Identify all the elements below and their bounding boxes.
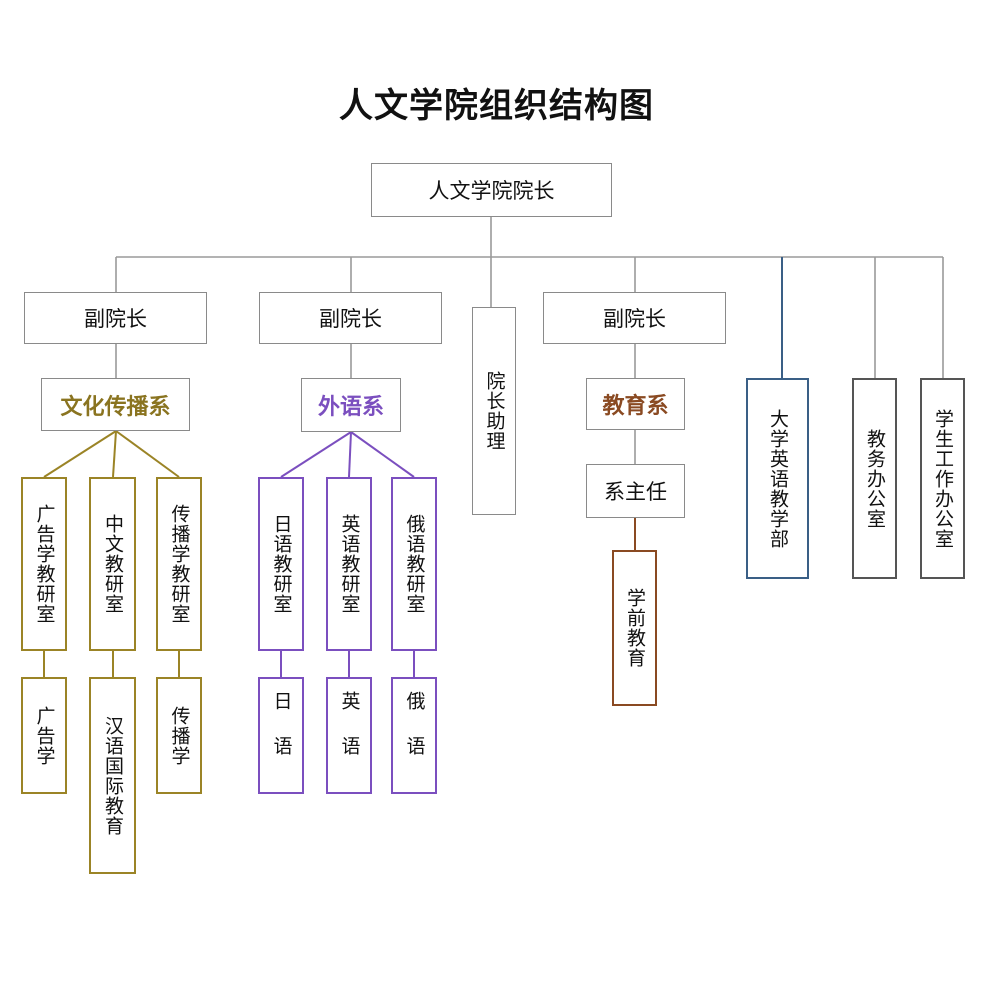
major-label: 英语: [338, 690, 361, 781]
office-advertising-box: 广告学教研室: [21, 477, 67, 651]
major-label: 汉语国际教育: [102, 715, 124, 836]
office-label: 英语教研室: [338, 514, 361, 614]
dept-foreign-box: 外语系: [301, 378, 401, 432]
office-japanese-box: 日语教研室: [258, 477, 304, 651]
office-communication-box: 传播学教研室: [156, 477, 202, 651]
major-label: 学前教育: [624, 588, 646, 668]
unit-label: 大学英语教学部: [767, 408, 789, 549]
dept-education-box: 教育系: [586, 378, 685, 430]
dept-education-label: 教育系: [602, 394, 669, 419]
vice-dean-box-2: 副院长: [259, 292, 442, 344]
dept-culture-label: 文化传播系: [60, 394, 171, 420]
dean-assistant-box: 院长助理: [472, 307, 516, 515]
major-label: 俄语: [403, 690, 426, 781]
major-communication-box: 传播学: [156, 677, 202, 794]
major-label: 广告学: [33, 705, 56, 766]
dept-foreign-label: 外语系: [317, 395, 384, 420]
vice-dean-box-1: 副院长: [24, 292, 207, 344]
office-label: 中文教研室: [102, 514, 124, 614]
major-russian-box: 俄语: [391, 677, 437, 794]
major-label: 传播学: [168, 705, 191, 766]
edu-director-label: 系主任: [604, 480, 667, 504]
unit-academic-affairs-box: 教务办公室: [852, 378, 897, 579]
office-label: 日语教研室: [270, 514, 293, 614]
major-label: 日语: [270, 690, 293, 781]
vice-dean-label: 副院长: [603, 307, 666, 331]
dean-box: 人文学院院长: [371, 163, 612, 217]
office-english-box: 英语教研室: [326, 477, 372, 651]
office-label: 俄语教研室: [403, 514, 426, 614]
vice-dean-label: 副院长: [84, 307, 147, 331]
office-label: 传播学教研室: [168, 504, 191, 624]
major-advertising-box: 广告学: [21, 677, 67, 794]
unit-student-affairs-box: 学生工作办公室: [920, 378, 965, 579]
unit-label: 教务办公室: [864, 428, 886, 529]
major-chinese-intl-box: 汉语国际教育: [89, 677, 136, 874]
major-english-box: 英语: [326, 677, 372, 794]
vice-dean-label: 副院长: [319, 307, 382, 331]
major-japanese-box: 日语: [258, 677, 304, 794]
office-label: 广告学教研室: [33, 504, 56, 624]
dean-assistant-label: 院长助理: [483, 371, 506, 451]
unit-college-english-box: 大学英语教学部: [746, 378, 809, 579]
dean-label: 人文学院院长: [428, 179, 555, 203]
office-chinese-box: 中文教研室: [89, 477, 136, 651]
office-russian-box: 俄语教研室: [391, 477, 437, 651]
edu-director-box: 系主任: [586, 464, 685, 518]
dept-culture-box: 文化传播系: [41, 378, 190, 431]
unit-label: 学生工作办公室: [932, 408, 954, 549]
chart-title: 人文学院组织结构图: [339, 86, 654, 126]
major-preschool-box: 学前教育: [612, 550, 657, 706]
vice-dean-box-3: 副院长: [543, 292, 726, 344]
